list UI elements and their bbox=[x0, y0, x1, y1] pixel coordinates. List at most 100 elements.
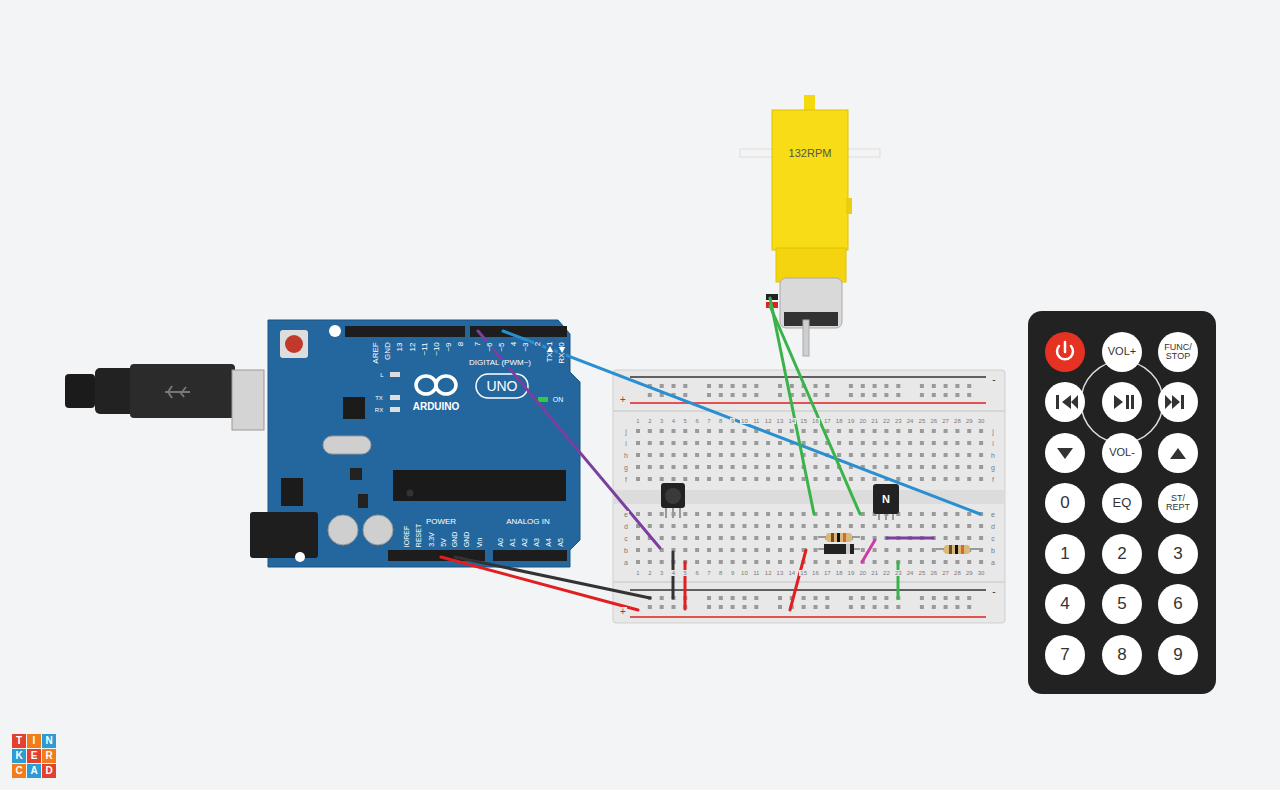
breadboard-hole bbox=[849, 441, 853, 445]
pin-label: 8 bbox=[457, 341, 465, 347]
column-number: 17 bbox=[823, 570, 832, 576]
tinkercad-logo-part bbox=[42, 749, 56, 763]
tinkercad-logo-part bbox=[27, 749, 41, 763]
arduino-uno-part bbox=[130, 364, 235, 418]
breadboard-hole bbox=[884, 524, 888, 528]
breadboard-hole bbox=[944, 393, 948, 397]
breadboard-hole bbox=[873, 548, 877, 552]
breadboard-hole bbox=[932, 560, 936, 564]
breadboard-hole bbox=[861, 393, 865, 397]
pin-label: RESET bbox=[415, 523, 422, 548]
pin-label: 7 bbox=[474, 341, 482, 347]
breadboard-hole bbox=[743, 548, 747, 552]
breadboard-hole bbox=[695, 524, 699, 528]
breadboard-hole bbox=[884, 596, 888, 600]
breadboard-hole bbox=[814, 524, 818, 528]
column-number: 4 bbox=[671, 570, 676, 576]
remote-button: 8 bbox=[1102, 635, 1142, 675]
breadboard-hole bbox=[873, 605, 877, 609]
breadboard-hole bbox=[967, 441, 971, 445]
row-letter: d bbox=[623, 523, 629, 530]
column-number: 21 bbox=[870, 418, 879, 424]
pin-label: RX◀0 bbox=[558, 341, 566, 365]
breadboard-hole bbox=[955, 465, 959, 469]
breadboard-hole bbox=[707, 453, 711, 457]
breadboard-hole bbox=[790, 465, 794, 469]
row-letter: b bbox=[990, 547, 996, 554]
column-number: 26 bbox=[929, 570, 938, 576]
breadboard-hole bbox=[743, 512, 747, 516]
column-number: 3 bbox=[659, 418, 664, 424]
breadboard-hole bbox=[660, 536, 664, 540]
breadboard-hole bbox=[861, 477, 865, 481]
breadboard-hole bbox=[778, 477, 782, 481]
breadboard-hole bbox=[707, 524, 711, 528]
row-letter: a bbox=[623, 559, 629, 566]
breadboard-hole bbox=[695, 441, 699, 445]
ir-remote-part bbox=[1158, 382, 1198, 422]
breadboard-hole bbox=[802, 536, 806, 540]
column-number: 28 bbox=[953, 418, 962, 424]
breadboard-hole bbox=[932, 465, 936, 469]
breadboard-hole bbox=[896, 605, 900, 609]
pin-label: 5V bbox=[439, 537, 446, 548]
breadboard-hole bbox=[766, 453, 770, 457]
remote-button: VOL- bbox=[1102, 433, 1142, 473]
column-number: 27 bbox=[941, 570, 950, 576]
breadboard-hole bbox=[731, 384, 735, 388]
dc-gear-motor-part bbox=[803, 320, 809, 356]
column-number: 12 bbox=[764, 418, 773, 424]
breadboard-hole bbox=[920, 548, 924, 552]
remote-button: 2 bbox=[1102, 534, 1142, 574]
breadboard-hole bbox=[896, 465, 900, 469]
breadboard-hole bbox=[967, 536, 971, 540]
breadboard-hole bbox=[743, 524, 747, 528]
breadboard-hole bbox=[743, 477, 747, 481]
arduino-uno-part bbox=[493, 550, 567, 561]
breadboard-hole bbox=[802, 393, 806, 397]
pin-label: ~10 bbox=[433, 341, 441, 357]
breadboard-hole bbox=[979, 441, 983, 445]
breadboard-hole bbox=[707, 465, 711, 469]
breadboard-hole bbox=[944, 560, 948, 564]
breadboard-hole bbox=[967, 453, 971, 457]
ir-remote-part bbox=[1158, 433, 1198, 473]
breadboard-hole bbox=[884, 441, 888, 445]
button-label: 3 bbox=[1162, 545, 1194, 563]
breadboard-hole bbox=[873, 465, 877, 469]
breadboard-hole bbox=[648, 512, 652, 516]
breadboard-hole bbox=[825, 605, 829, 609]
button-label: EQ bbox=[1106, 496, 1138, 510]
ir-remote-part bbox=[1045, 332, 1085, 372]
breadboard-hole bbox=[884, 429, 888, 433]
column-number: 19 bbox=[847, 418, 856, 424]
breadboard-hole bbox=[707, 477, 711, 481]
row-letter: f bbox=[624, 476, 628, 483]
breadboard-hole bbox=[849, 384, 853, 388]
breadboard-hole bbox=[932, 596, 936, 600]
breadboard-hole bbox=[778, 548, 782, 552]
column-number: 14 bbox=[787, 570, 796, 576]
column-number: 29 bbox=[965, 418, 974, 424]
arduino-uno-part bbox=[345, 326, 465, 337]
row-letter: e bbox=[990, 511, 996, 518]
column-number: 23 bbox=[894, 570, 903, 576]
breadboard-hole bbox=[707, 393, 711, 397]
breadboard-hole bbox=[825, 512, 829, 516]
breadboard-parts-part bbox=[955, 545, 958, 554]
breadboard-hole bbox=[849, 560, 853, 564]
row-letter: g bbox=[623, 464, 629, 471]
column-number: 7 bbox=[706, 570, 711, 576]
header-title: DIGITAL (PWM~) bbox=[468, 359, 532, 367]
breadboard-hole bbox=[719, 453, 723, 457]
breadboard-hole bbox=[861, 548, 865, 552]
breadboard-hole bbox=[920, 605, 924, 609]
logo-letter: N bbox=[44, 736, 53, 746]
button-label: VOL+ bbox=[1106, 346, 1138, 358]
breadboard-hole bbox=[695, 453, 699, 457]
breadboard-hole bbox=[873, 384, 877, 388]
breadboard-parts-part bbox=[665, 488, 681, 504]
button-label: 4 bbox=[1049, 595, 1081, 613]
button-label: ST/ REPT bbox=[1162, 494, 1194, 513]
led-label: ON bbox=[552, 396, 565, 403]
